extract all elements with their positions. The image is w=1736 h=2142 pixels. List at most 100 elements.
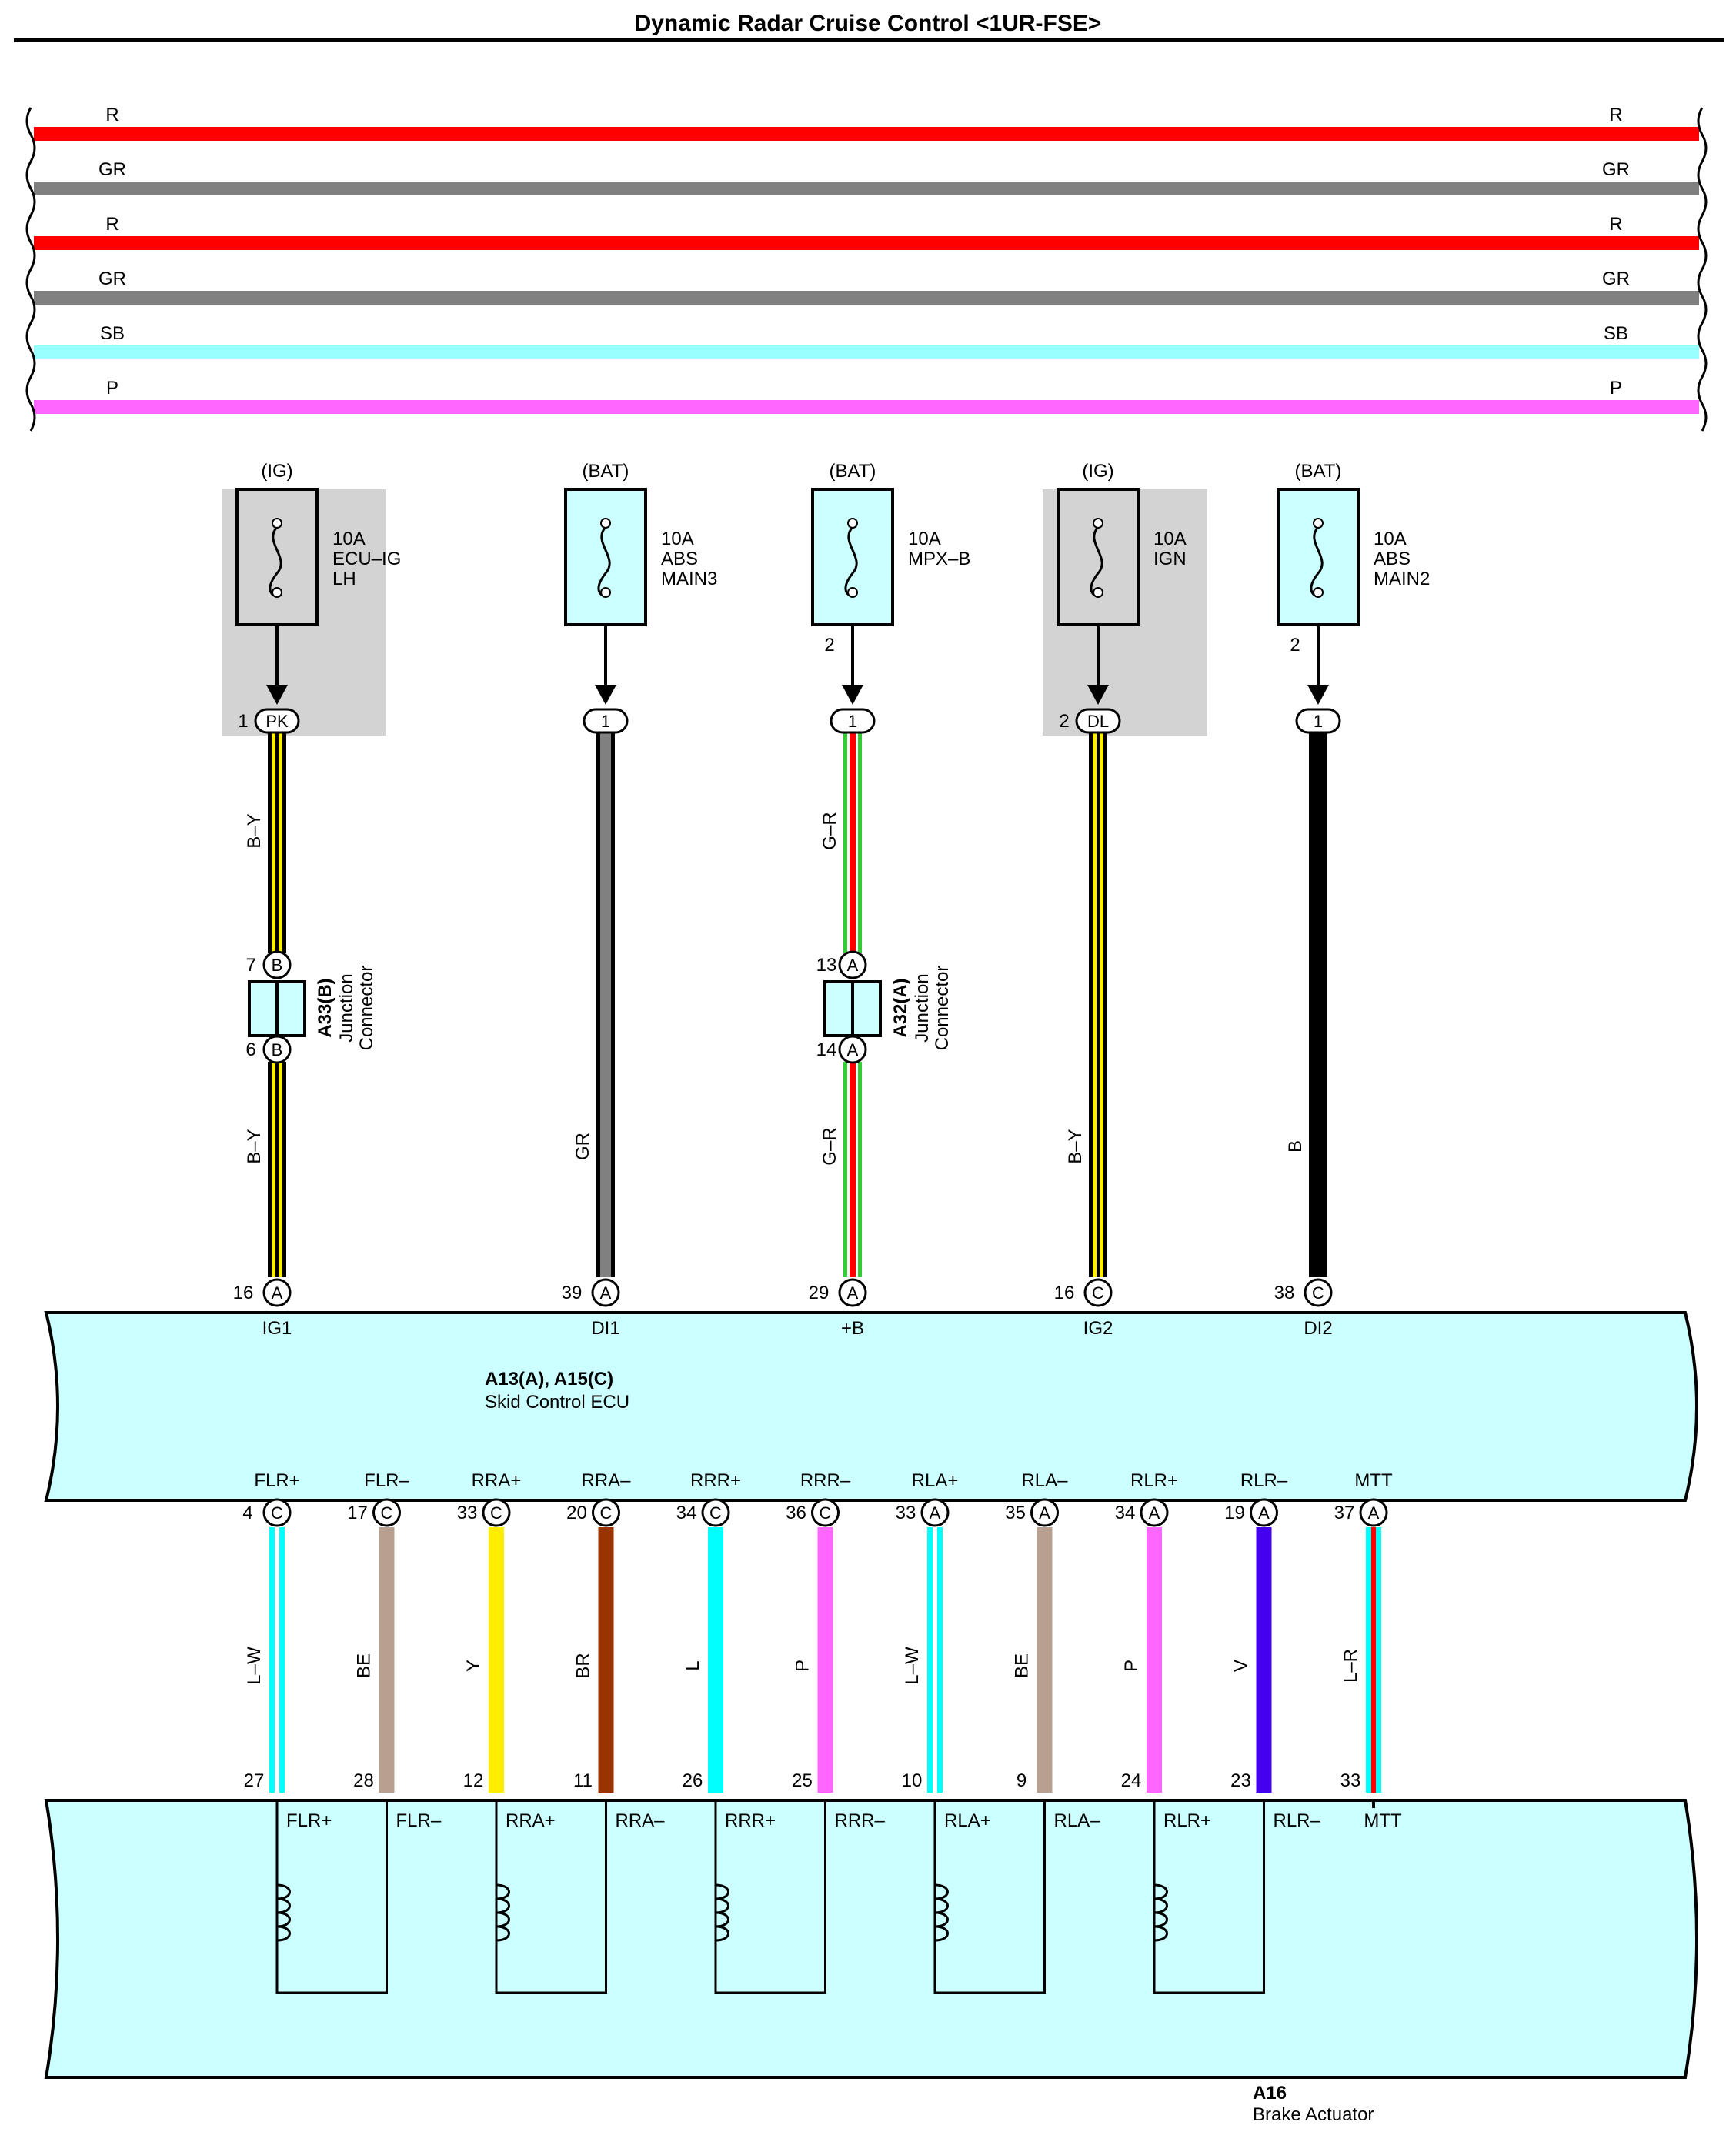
connector bbox=[830, 708, 876, 734]
ecu-bottom-pin-letter: A bbox=[1258, 1503, 1270, 1523]
fuse-contact bbox=[1093, 587, 1103, 598]
bus-wire bbox=[34, 236, 1699, 250]
ecu-bottom-pin-letter: C bbox=[490, 1503, 502, 1523]
ecu-top-pin-label: +B bbox=[841, 1318, 864, 1339]
wire-label: L–W bbox=[244, 1647, 265, 1685]
connector bbox=[1075, 708, 1121, 734]
fuse-rating: 10A bbox=[1153, 529, 1187, 549]
junction-pin-number: 6 bbox=[245, 1039, 255, 1060]
wire bbox=[843, 1062, 862, 1277]
wire-label: B–Y bbox=[1065, 1129, 1086, 1163]
actuator-pin-number: 24 bbox=[1121, 1770, 1142, 1791]
ecu-bottom-pin-number: 34 bbox=[676, 1503, 697, 1523]
connector-pin: 1 bbox=[238, 711, 248, 732]
wire-stripe bbox=[275, 1527, 279, 1793]
actuator-pin-number: 10 bbox=[902, 1770, 923, 1791]
wire-stripe bbox=[275, 731, 279, 953]
wire-label: P bbox=[1121, 1660, 1142, 1672]
wire bbox=[489, 1527, 504, 1793]
junction-name: Junction bbox=[912, 973, 933, 1042]
wire bbox=[1089, 731, 1107, 1277]
fuse-contact bbox=[847, 587, 858, 598]
ecu-top-pin-letter: C bbox=[1312, 1283, 1324, 1303]
fuse-contact bbox=[847, 518, 858, 529]
ecu-top-pin-letter: A bbox=[600, 1283, 612, 1303]
junction-code: A33(B) bbox=[315, 978, 336, 1037]
ecu-bottom-pin-letter: A bbox=[930, 1503, 941, 1523]
wire bbox=[596, 731, 615, 1277]
wire-stripe bbox=[850, 731, 856, 953]
ecu-bottom-pin-letter: A bbox=[1368, 1503, 1380, 1523]
fuse-rating: 10A bbox=[661, 529, 694, 549]
wire-label: V bbox=[1231, 1660, 1252, 1672]
junction-pin-top bbox=[838, 950, 867, 979]
ecu-code: A13(A), A15(C) bbox=[485, 1369, 613, 1390]
junction-name: Junction bbox=[336, 973, 357, 1042]
bus-wire-label-right: SB bbox=[1604, 323, 1628, 344]
bus-wire bbox=[34, 127, 1699, 141]
ecu-top-pin-number: 16 bbox=[1054, 1283, 1075, 1303]
wire bbox=[379, 1527, 395, 1793]
wire bbox=[843, 731, 862, 953]
actuator-terminal-label: RLR– bbox=[1274, 1810, 1321, 1831]
fuse-icon bbox=[1090, 525, 1103, 598]
arrow-icon bbox=[842, 685, 863, 705]
connector bbox=[583, 708, 629, 734]
ecu-top-pin-number: 39 bbox=[562, 1283, 583, 1303]
fuse-contact bbox=[1313, 518, 1324, 529]
fuse-name: MPX–B bbox=[908, 549, 970, 569]
ecu-bottom-pin-label: RRA– bbox=[581, 1470, 631, 1491]
ecu-top-pin-number: 29 bbox=[809, 1283, 830, 1303]
ecu-bottom-pin-number: 33 bbox=[896, 1503, 916, 1523]
wire-stripe bbox=[933, 1527, 937, 1793]
fuse-icon bbox=[597, 525, 611, 598]
ecu-top-pin-number: 38 bbox=[1274, 1283, 1295, 1303]
fuse-box bbox=[811, 488, 894, 626]
ecu-bottom-pin bbox=[372, 1498, 401, 1527]
coil-icon bbox=[496, 1883, 510, 1942]
ecu-bottom-pin-number: 37 bbox=[1334, 1503, 1355, 1523]
actuator-terminal-label: RLR+ bbox=[1163, 1810, 1211, 1831]
wire-core bbox=[817, 1527, 833, 1793]
actuator-terminal-label: FLR+ bbox=[286, 1810, 332, 1831]
coil-icon bbox=[715, 1883, 729, 1942]
ecu-bottom-pin-letter: C bbox=[271, 1503, 283, 1523]
fuse-contact bbox=[1313, 587, 1324, 598]
coil-icon bbox=[1153, 1883, 1168, 1942]
fuse-lead bbox=[275, 625, 279, 694]
bus-wire-label-left: SB bbox=[100, 323, 125, 344]
wire-label: BE bbox=[354, 1653, 375, 1678]
ecu-top-pin-label: IG2 bbox=[1083, 1318, 1113, 1339]
ecu-bottom-pin-number: 4 bbox=[242, 1503, 252, 1523]
ecu-bottom-pin bbox=[811, 1498, 840, 1527]
wire-core bbox=[1256, 1527, 1272, 1793]
fuse-box bbox=[235, 488, 319, 626]
junction-divider bbox=[851, 982, 854, 1036]
fuse-box bbox=[1277, 488, 1360, 626]
page-title: Dynamic Radar Cruise Control <1UR-FSE> bbox=[635, 11, 1102, 36]
ecu-top-pin-label: DI2 bbox=[1304, 1318, 1332, 1339]
wire-label: L bbox=[683, 1660, 703, 1670]
bus-wire-label-right: R bbox=[1609, 214, 1622, 235]
wire-label: GR bbox=[573, 1133, 593, 1160]
ecu-bottom-pin-number: 17 bbox=[347, 1503, 368, 1523]
fuse-contact bbox=[600, 518, 611, 529]
junction-name-2: Connector bbox=[932, 966, 953, 1051]
ecu-bottom-pin-label: RRR– bbox=[800, 1470, 851, 1491]
fuse-lead bbox=[604, 625, 607, 694]
bus-wire-label-right: GR bbox=[1602, 159, 1630, 180]
wire-stripe bbox=[1097, 731, 1100, 1277]
ecu-top-pin-number: 16 bbox=[233, 1283, 254, 1303]
bus-wire-label-left: GR bbox=[98, 159, 126, 180]
wire bbox=[598, 1527, 614, 1793]
wire bbox=[1309, 731, 1327, 1277]
coil-icon bbox=[934, 1883, 949, 1942]
fuse-name: IGN bbox=[1153, 549, 1187, 569]
fuse-name: ABS bbox=[1374, 549, 1410, 569]
ecu-bottom-pin-number: 33 bbox=[457, 1503, 478, 1523]
connector-pin: 2 bbox=[1059, 711, 1069, 732]
ecu-bottom-pin bbox=[701, 1498, 730, 1527]
ecu-bottom-pin-letter: C bbox=[381, 1503, 393, 1523]
ecu-bottom-pin-label: RRR+ bbox=[690, 1470, 741, 1491]
